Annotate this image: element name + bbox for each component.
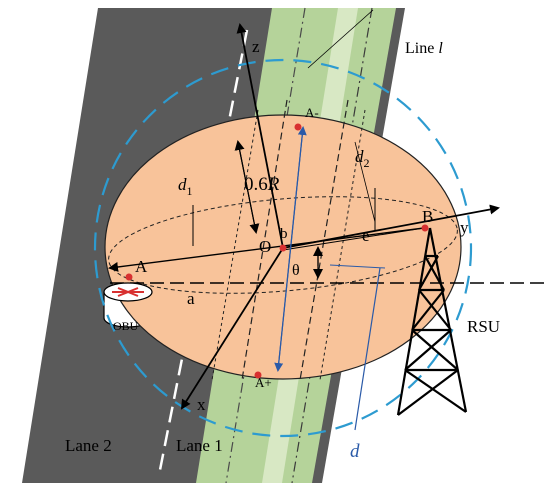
label-b-point: B [422, 207, 433, 226]
label-lane2: Lane 2 [65, 436, 112, 455]
label-y: y [460, 218, 469, 237]
label-x: x [197, 395, 206, 414]
d-leader-line [354, 267, 381, 431]
label-d2: d2 [355, 147, 370, 170]
label-radius: 0.6R [244, 174, 280, 195]
x-axis [180, 247, 284, 410]
label-a-small: a [187, 289, 195, 308]
label-d1: d1 [178, 175, 193, 198]
inner-ellipse [108, 196, 458, 294]
lane-line-2 [299, 99, 349, 381]
lane-line-3 [211, 109, 259, 381]
label-a-plus: A+ [255, 375, 272, 390]
d2-leader [354, 141, 376, 223]
z-axis [236, 23, 284, 249]
point-b [421, 224, 429, 232]
point-o [279, 244, 287, 252]
label-d: d [350, 441, 360, 462]
rsu-tower [396, 227, 468, 416]
label-obu: OBU [113, 319, 139, 333]
d-top-line [329, 264, 386, 269]
label-theta: θ [292, 262, 300, 279]
coverage-circle [93, 58, 473, 438]
point-a [125, 273, 133, 281]
point-a-minus [294, 123, 302, 131]
obu-router-icon [112, 287, 144, 297]
label-b-small: b [280, 226, 288, 242]
label-a-minus: A- [305, 105, 319, 120]
label-o: O [259, 237, 271, 256]
label-a-point: A [135, 257, 148, 276]
blue-line-a-minus [277, 126, 307, 371]
lane-line-1 [241, 99, 288, 381]
segment-ob [282, 227, 425, 251]
label-e: e [362, 226, 370, 245]
label-lane1: Lane 1 [176, 436, 223, 455]
label-line: Line l [405, 40, 443, 57]
label-rsu: RSU [467, 317, 500, 336]
point-a-plus [254, 371, 262, 379]
lane-line-4 [319, 109, 366, 381]
radius-arrow-up [234, 140, 257, 233]
line-l-leader [307, 9, 374, 69]
segment-ab [108, 227, 425, 272]
label-z: z [252, 37, 260, 56]
